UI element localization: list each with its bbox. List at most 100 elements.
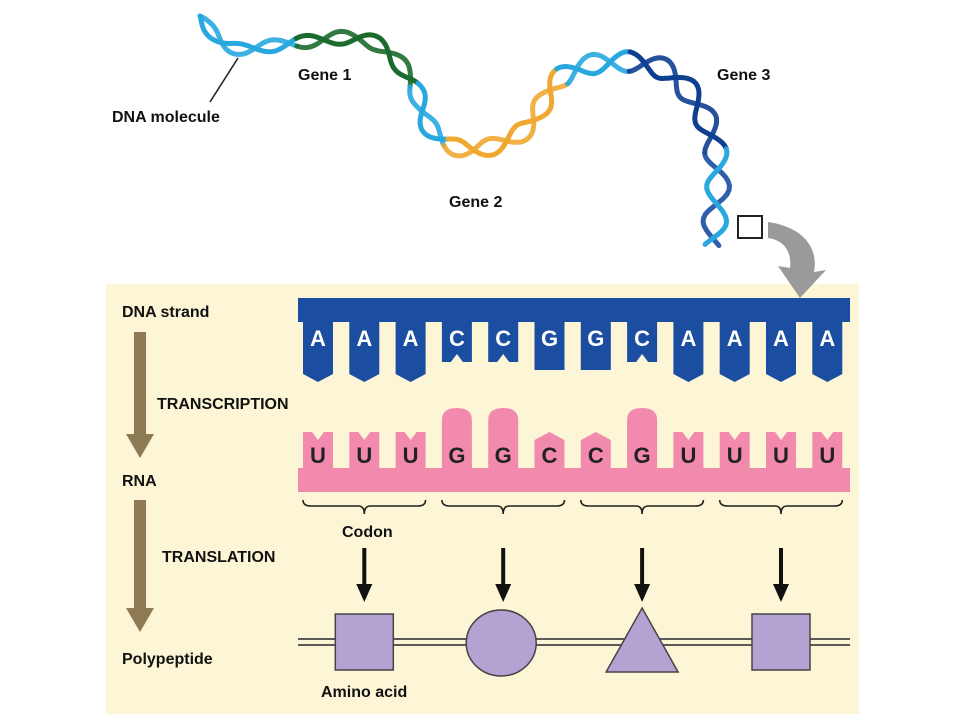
dna-base-a xyxy=(812,322,843,382)
dna-base-a xyxy=(395,322,426,382)
rna-base-g xyxy=(627,408,658,468)
dna-base-letter: G xyxy=(587,326,604,351)
codon-label: Codon xyxy=(342,524,393,541)
dna-molecule-label: DNA molecule xyxy=(112,109,220,126)
dna-base-letter: C xyxy=(634,326,650,351)
dna-base-a xyxy=(303,322,333,382)
rna-base-g xyxy=(488,408,519,468)
amino-acid-square xyxy=(334,613,395,671)
dna-base-a xyxy=(719,322,750,382)
dna-base-g xyxy=(580,322,611,370)
transcription-label: TRANSCRIPTION xyxy=(157,396,289,413)
rna-base-letter: U xyxy=(773,443,789,468)
dna-base-a xyxy=(673,322,704,382)
gene1-label: Gene 1 xyxy=(298,67,351,84)
helix-front-strand xyxy=(293,32,421,86)
gene3-label: Gene 3 xyxy=(717,67,770,84)
dna-base-c xyxy=(627,322,658,362)
rna-base-u xyxy=(395,432,426,468)
dna-strand-backbone xyxy=(298,298,850,322)
dna-base-letter: A xyxy=(773,326,789,351)
codon-bracket xyxy=(580,499,705,515)
dna-molecule-pointer xyxy=(209,57,239,103)
process-arrows xyxy=(126,332,154,632)
codon-bracket xyxy=(302,499,427,515)
rna-base-letter: U xyxy=(680,443,696,468)
dna-base-letter: A xyxy=(403,326,419,351)
rna-base-u xyxy=(349,432,380,468)
rna-base-u xyxy=(673,432,704,468)
translation-arrow-head xyxy=(495,584,512,602)
helix-front-strand xyxy=(627,49,729,152)
codon-bracket xyxy=(718,499,844,515)
amino-acid-label: Amino acid xyxy=(321,684,407,701)
rna-base-letter: U xyxy=(356,443,372,468)
translation-arrow-head xyxy=(356,584,373,602)
rna-label: RNA xyxy=(122,473,157,490)
dna-base-c xyxy=(488,322,519,362)
dna-base-letter: C xyxy=(449,326,465,351)
rna-base-u xyxy=(766,432,796,468)
helix-front-strand xyxy=(554,49,633,77)
codon-bracket xyxy=(441,499,566,515)
process-arrow-head xyxy=(126,608,154,632)
dna-base-letter: A xyxy=(310,326,326,351)
dna-base-g xyxy=(534,322,565,370)
rna-base-letter: U xyxy=(727,443,743,468)
amino-acids xyxy=(334,606,811,677)
rna-base-letter: U xyxy=(310,443,326,468)
rna-backbone xyxy=(298,468,850,492)
rna-base-letter: C xyxy=(542,443,558,468)
rna-base-u xyxy=(303,432,333,468)
translation-label: TRANSLATION xyxy=(162,549,275,566)
helix-back-strand xyxy=(565,52,632,87)
codon-brackets xyxy=(302,499,844,515)
dna-strand-label: DNA strand xyxy=(122,304,209,321)
rna-base-letter: G xyxy=(634,443,651,468)
rna-base-letter: G xyxy=(448,443,465,468)
amino-acid-circle xyxy=(465,609,537,677)
dna-molecule-helix xyxy=(197,13,732,249)
gene2-label: Gene 2 xyxy=(449,194,502,211)
translation-arrows xyxy=(356,548,789,602)
dna-base-a xyxy=(766,322,796,382)
helix-front-strand xyxy=(445,66,560,159)
zoom-arrow xyxy=(768,222,826,298)
zoom-box xyxy=(737,215,763,239)
helix-front-strand xyxy=(702,146,730,247)
rna-base-letter: U xyxy=(819,443,835,468)
amino-acid-triangle xyxy=(604,606,680,673)
helix-front-strand xyxy=(197,13,299,55)
amino-acid-square xyxy=(751,613,811,671)
rna-base-c xyxy=(534,432,565,468)
helix-back-strand xyxy=(626,55,720,156)
rna-base-letter: G xyxy=(495,443,512,468)
dna-base-letter: G xyxy=(541,326,558,351)
helix-front-strand xyxy=(415,80,451,142)
dna-base-letter: A xyxy=(819,326,835,351)
dna-base-letter: C xyxy=(495,326,511,351)
rna-base-c xyxy=(580,432,611,468)
rna-base-u xyxy=(719,432,750,468)
process-arrow-shaft xyxy=(134,332,146,436)
rna-base-g xyxy=(441,408,472,468)
dna-base-letter: A xyxy=(356,326,372,351)
translation-arrow-head xyxy=(634,584,651,602)
dna-base-letter: A xyxy=(727,326,743,351)
rna-base-u xyxy=(812,432,843,468)
polypeptide-label: Polypeptide xyxy=(122,651,213,668)
translation-arrow-head xyxy=(773,584,789,602)
helix-back-strand xyxy=(700,150,732,249)
rna-base-letter: C xyxy=(588,443,604,468)
process-arrow-shaft xyxy=(134,500,146,610)
process-arrow-head xyxy=(126,434,154,458)
dna-base-a xyxy=(349,322,380,382)
helix-back-strand xyxy=(441,81,571,159)
rna-base-letter: U xyxy=(403,443,419,468)
dna-base-c xyxy=(441,322,472,362)
helix-back-strand xyxy=(197,13,300,57)
helix-back-strand xyxy=(407,84,447,148)
